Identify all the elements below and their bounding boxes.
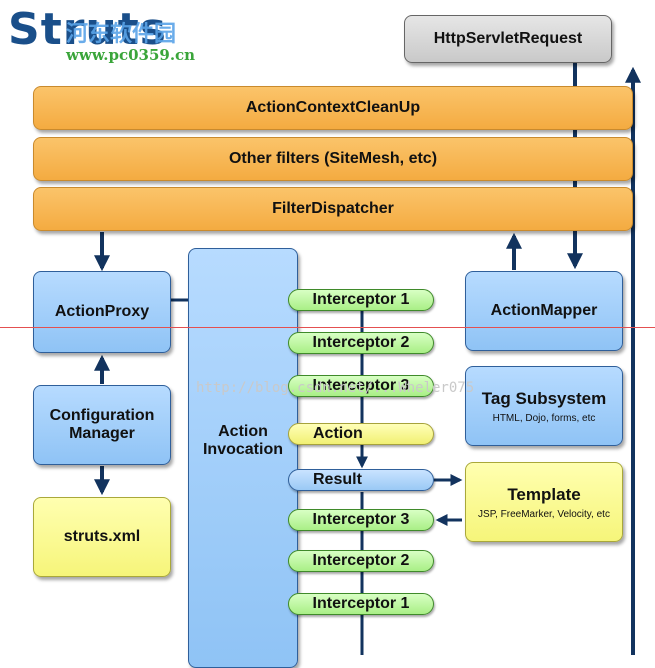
- template-box: Template JSP, FreeMarker, Velocity, etc: [465, 462, 623, 542]
- tag-subsystem-title: Tag Subsystem: [481, 388, 607, 408]
- interceptor-3-top: Interceptor 3: [288, 375, 434, 397]
- interceptor-1-bottom: Interceptor 1: [288, 593, 434, 615]
- result-pill-label: Result: [313, 471, 362, 488]
- action-proxy-label: ActionProxy: [54, 303, 150, 320]
- interceptor-2-bottom-label: Interceptor 2: [312, 552, 410, 569]
- struts-logo: Struts: [8, 4, 167, 55]
- filter-dispatcher-bar: FilterDispatcher: [33, 187, 633, 231]
- interceptor-3-top-label: Interceptor 3: [312, 377, 410, 394]
- watermark-url: www.pc0359.cn: [66, 46, 196, 64]
- action-mapper-box: ActionMapper: [465, 271, 623, 351]
- interceptor-1-top: Interceptor 1: [288, 289, 434, 311]
- tag-subsystem-subtitle: HTML, Dojo, forms, etc: [492, 412, 596, 424]
- interceptor-2-top: Interceptor 2: [288, 332, 434, 354]
- red-guide-line: [0, 327, 655, 328]
- configuration-manager-box: Configuration Manager: [33, 385, 171, 465]
- filter-dispatcher-label: FilterDispatcher: [272, 200, 394, 217]
- interceptor-3-bottom-label: Interceptor 3: [312, 511, 410, 528]
- http-servlet-request-label: HttpServletRequest: [433, 30, 583, 47]
- action-context-cleanup-bar: ActionContextCleanUp: [33, 86, 633, 130]
- interceptor-2-top-label: Interceptor 2: [312, 334, 410, 351]
- action-pill-label: Action: [313, 425, 363, 442]
- result-pill: Result: [288, 469, 434, 491]
- action-invocation-box: Action Invocation: [188, 248, 298, 668]
- action-invocation-line1: Action: [218, 423, 268, 440]
- watermark-site-name: 河东软件园: [66, 22, 177, 47]
- template-title: Template: [507, 484, 581, 504]
- configuration-manager-line2: Manager: [69, 425, 135, 442]
- faint-watermark: http://blog.csdn.net/...Wheler075: [196, 380, 475, 396]
- action-context-cleanup-label: ActionContextCleanUp: [245, 99, 421, 116]
- tag-subsystem-box: Tag Subsystem HTML, Dojo, forms, etc: [465, 366, 623, 446]
- other-filters-label: Other filters (SiteMesh, etc): [228, 150, 438, 167]
- interceptor-3-bottom: Interceptor 3: [288, 509, 434, 531]
- struts-xml-box: struts.xml: [33, 497, 171, 577]
- http-servlet-request-box: HttpServletRequest: [404, 15, 612, 63]
- struts-xml-label: struts.xml: [63, 528, 141, 545]
- action-mapper-label: ActionMapper: [490, 302, 598, 319]
- template-subtitle: JSP, FreeMarker, Velocity, etc: [478, 508, 610, 520]
- other-filters-bar: Other filters (SiteMesh, etc): [33, 137, 633, 181]
- configuration-manager-line1: Configuration: [49, 407, 155, 424]
- action-proxy-box: ActionProxy: [33, 271, 171, 353]
- action-pill: Action: [288, 423, 434, 445]
- interceptor-1-top-label: Interceptor 1: [312, 291, 410, 308]
- interceptor-2-bottom: Interceptor 2: [288, 550, 434, 572]
- interceptor-1-bottom-label: Interceptor 1: [312, 595, 410, 612]
- action-invocation-line2: Invocation: [202, 441, 283, 458]
